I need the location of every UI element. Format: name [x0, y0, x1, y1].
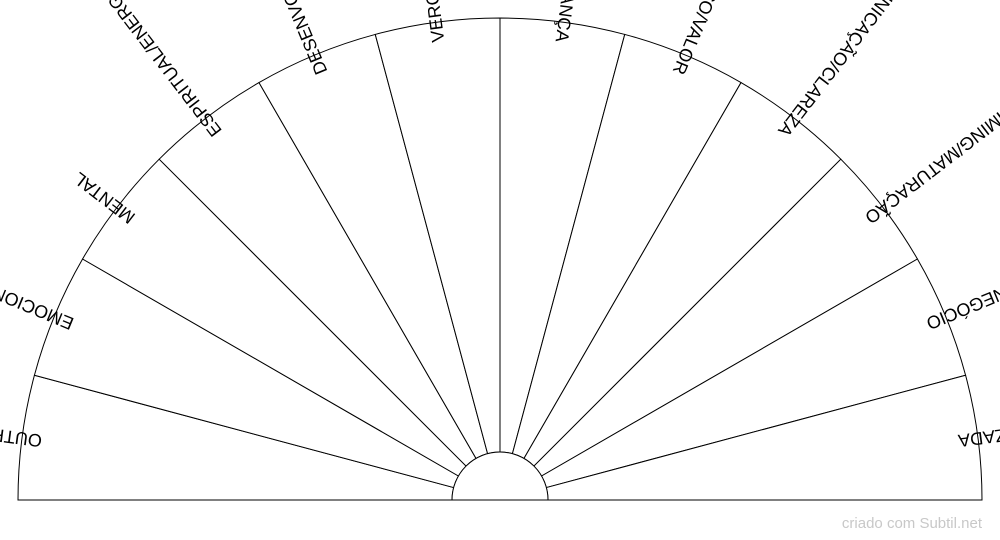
sector-label-timing-maturacao: TIMING/MATURAÇÃO	[861, 101, 1000, 228]
sector-label-espiritual-energetico: ESPIRITUAL/ENERGÉTICO	[70, 0, 225, 140]
sectors-layer	[17, 17, 983, 501]
watermark: criado com Subtil.net	[841, 515, 982, 532]
sector-label-mudanca-de-negocio: MUDANÇA DE NEGÓCIO	[923, 235, 1000, 335]
sector-label-comunicacao-clareza: COMUNICAÇÃO/CLAREZA	[774, 0, 928, 141]
center-semicircle	[451, 451, 549, 501]
sector-label-desenvolvimento-do-negocio: DESENVOLVIMENTO DO NEGÓCIO	[197, 0, 331, 78]
